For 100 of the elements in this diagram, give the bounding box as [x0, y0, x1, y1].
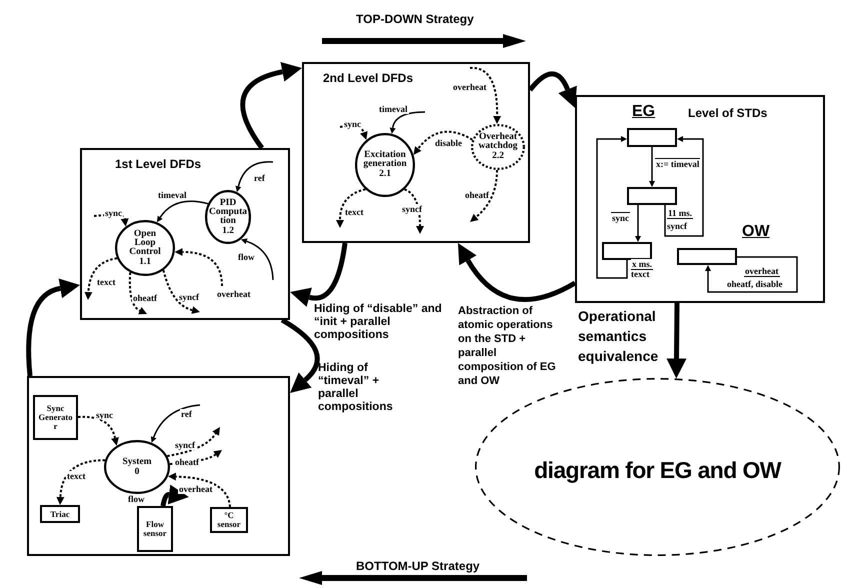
flow-label: 11 ms.	[667, 208, 694, 219]
annotation-text: Hiding of “disable” and “init + parallel compositions	[314, 303, 443, 342]
flow-label: texct	[66, 471, 86, 481]
flow-label: x:= timeval	[655, 158, 700, 169]
flow-label: overheat	[178, 484, 214, 494]
flow-arrow	[336, 188, 366, 228]
process-circle	[104, 440, 170, 494]
transformation-arrow	[290, 242, 348, 308]
terminator-box	[40, 505, 80, 523]
panel-title: 2nd Level DFDs	[323, 71, 414, 85]
flow-arrow	[649, 147, 655, 187]
transformation-arrow	[280, 318, 320, 394]
flow-arrow	[168, 472, 231, 508]
process-circle	[205, 190, 251, 244]
annotation-text: Hiding of “timeval” + parallel compositions	[318, 362, 394, 414]
flow-label: x ms.	[631, 259, 653, 270]
dfd-panel	[302, 62, 530, 243]
flow-label: oheatf	[132, 293, 158, 303]
terminator-box	[33, 395, 78, 440]
flow-arrow	[84, 257, 118, 300]
flow-label: timeval	[378, 104, 408, 114]
flow-arrow	[78, 416, 119, 446]
transformation-arrow	[528, 71, 577, 108]
flow-label: overheat	[452, 82, 488, 92]
machine-title: OW	[742, 223, 770, 241]
flow-label: ref	[180, 409, 193, 419]
panel-title: Level of STDs	[688, 106, 768, 120]
strategy-label: BOTTOM-UP Strategy	[356, 559, 480, 573]
entity-label: °C sensor	[216, 511, 242, 529]
terminator-box	[137, 506, 173, 552]
flow-arrow	[162, 270, 200, 314]
flow-label: timeval	[157, 190, 188, 200]
process-circle	[355, 133, 415, 197]
flow-label: sync	[611, 212, 630, 223]
flow-label: flow	[237, 252, 256, 262]
annotation-text: Operational semantics equivalence	[578, 307, 660, 366]
process-number: 0	[134, 466, 140, 476]
flow-label: texct	[344, 207, 364, 217]
flow-arrow	[128, 272, 147, 315]
process-label: PID Computation	[209, 198, 247, 226]
dfd-panel	[80, 148, 290, 320]
process-number: 1.1	[138, 256, 152, 266]
flow-arrow	[236, 161, 274, 192]
flow-label: disable	[434, 138, 464, 148]
annotation-text: Abstraction of atomic operations on the STD + parallel composition of EG and OW	[458, 304, 557, 388]
flow-arrow	[635, 205, 641, 242]
std-panel	[575, 95, 825, 303]
flow-label: overheat	[216, 289, 252, 299]
flow-arrow	[705, 256, 798, 293]
entity-label: Triac	[49, 510, 71, 518]
process-label: Excitation generation	[362, 151, 408, 169]
dashed-ellipse	[475, 378, 840, 556]
process-label: System	[121, 458, 153, 466]
context-panel	[27, 376, 290, 556]
transformation-arrow	[26, 278, 80, 376]
process-circle	[115, 220, 175, 276]
state-box	[627, 187, 677, 205]
flow-label: flow	[127, 494, 146, 504]
flow-label: ref	[253, 173, 266, 183]
process-circle	[471, 124, 525, 170]
transformation-arrow	[240, 62, 302, 150]
transformation-arrow	[457, 244, 576, 302]
flow-label: oheatf	[464, 190, 490, 200]
flow-arrow	[470, 67, 502, 124]
process-label: Overheat watchdog	[477, 133, 519, 151]
process-label: Open Loop Control	[128, 230, 162, 256]
flow-label: oheatf	[174, 457, 200, 467]
ellipse-label: diagram for EG and OW	[534, 456, 781, 484]
strategy-label: TOP-DOWN Strategy	[356, 12, 474, 26]
flow-arrow	[404, 188, 424, 234]
flow-arrow	[167, 427, 220, 457]
panel-title: 1st Level DFDs	[115, 157, 202, 171]
flow-arrow	[470, 170, 498, 222]
machine-title: EG	[632, 103, 656, 121]
flow-arrow	[174, 248, 223, 286]
flow-arrow	[156, 200, 208, 222]
flow-arrow	[596, 136, 628, 279]
transition-action: texct	[631, 269, 650, 279]
transition-action: oheatf, disable	[727, 279, 783, 289]
process-number: 2.1	[378, 169, 392, 179]
entity-label: Flow sensor	[142, 520, 168, 538]
process-number: 2.2	[491, 151, 505, 161]
transformation-arrow	[160, 484, 189, 506]
flow-arrow	[390, 111, 426, 134]
flow-arrow	[241, 238, 274, 280]
flow-label: texct	[96, 277, 116, 287]
flow-arrow	[56, 459, 106, 505]
terminator-box	[210, 507, 248, 533]
transition-action: syncf	[667, 221, 687, 231]
flow-label: syncf	[178, 292, 200, 302]
transformation-arrow	[666, 302, 686, 378]
state-box	[627, 128, 677, 147]
state-box	[677, 248, 737, 265]
flow-label: overheat	[744, 266, 780, 277]
process-number: 1.2	[221, 226, 235, 236]
flow-label: syncf	[401, 204, 423, 214]
entity-label: Sync Generator	[38, 404, 74, 431]
flow-label: syncf	[174, 440, 196, 450]
flow-arrow	[413, 130, 473, 155]
flow-arrow	[150, 404, 200, 443]
